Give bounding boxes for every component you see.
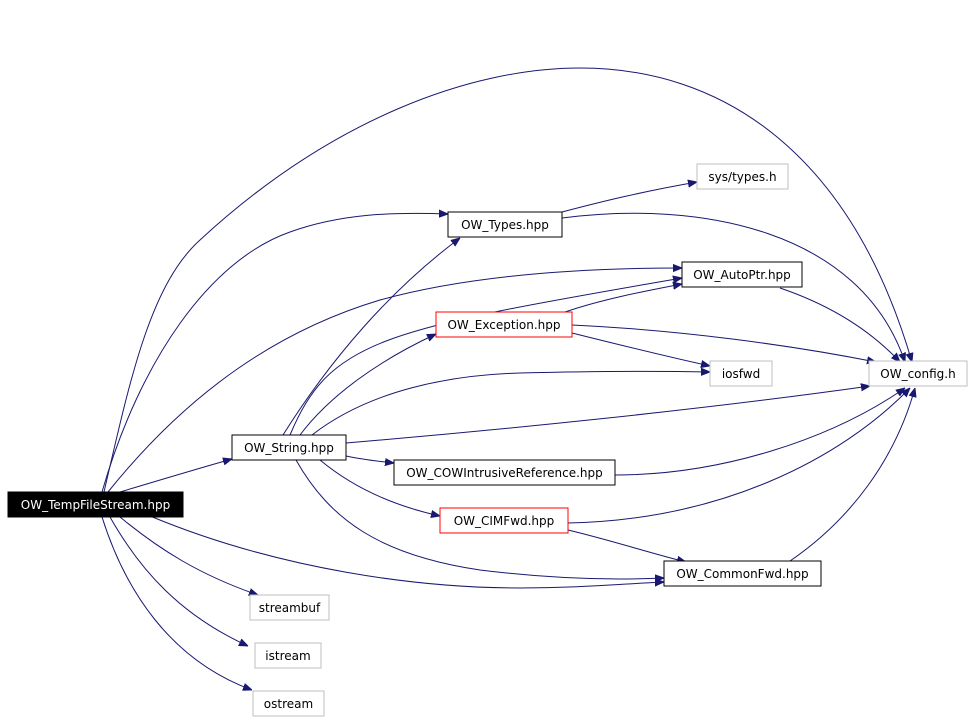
edge-cimfwd-commonfwd (567, 529, 686, 562)
node-temp-file-stream[interactable]: OW_TempFileStream.hpp (7, 491, 184, 518)
node-types[interactable]: OW_Types.hpp (447, 211, 563, 238)
node-label: iosfwd (722, 367, 760, 381)
edge-exception-autoptr (564, 284, 682, 313)
edge-string-cowref (345, 455, 394, 463)
node-label: OW_CommonFwd.hpp (676, 567, 808, 581)
edge-string-config (345, 386, 870, 444)
edges (101, 67, 915, 690)
edge-root-istream (109, 516, 248, 646)
node-label: OW_String.hpp (244, 441, 334, 455)
edge-types-systypes (561, 182, 697, 213)
node-exception[interactable]: OW_Exception.hpp (435, 311, 573, 338)
edge-string-types (282, 238, 460, 436)
edge-string-cimfwd (319, 459, 440, 516)
edge-exception-iosfwd (571, 332, 710, 366)
edge-string-exception (299, 334, 436, 436)
nodes: OW_TempFileStream.hpp OW_String.hpp OW_T… (7, 163, 968, 717)
node-string[interactable]: OW_String.hpp (231, 434, 347, 461)
edge-cimfwd-config (567, 388, 910, 524)
edge-autoptr-config (779, 287, 900, 362)
edge-string-iosfwd (311, 371, 710, 436)
node-label: OW_COWIntrusiveReference.hpp (406, 466, 603, 480)
node-label: OW_CIMFwd.hpp (454, 514, 555, 528)
node-label: OW_TempFileStream.hpp (21, 498, 170, 512)
node-label: sys/types.h (708, 170, 776, 184)
edge-root-autoptr (107, 268, 682, 493)
edge-string-autoptr (289, 278, 682, 436)
edge-root-commonfwd (149, 515, 664, 589)
edge-root-streambuf (119, 516, 258, 595)
node-streambuf[interactable]: streambuf (249, 594, 330, 621)
edge-types-config (561, 212, 905, 362)
edge-root-types (101, 213, 448, 493)
node-iosfwd[interactable]: iosfwd (709, 360, 773, 387)
node-cow-intrusive-reference[interactable]: OW_COWIntrusiveReference.hpp (393, 459, 616, 486)
node-label: OW_AutoPtr.hpp (693, 268, 791, 282)
node-cim-fwd[interactable]: OW_CIMFwd.hpp (439, 507, 569, 534)
node-common-fwd[interactable]: OW_CommonFwd.hpp (663, 560, 822, 587)
node-label: istream (265, 649, 310, 663)
edge-commonfwd-config (789, 388, 915, 562)
node-ostream[interactable]: ostream (252, 690, 325, 717)
edge-string-commonfwd (295, 459, 664, 579)
node-label: ostream (264, 697, 313, 711)
edge-root-string (119, 459, 232, 493)
node-label: OW_config.h (880, 367, 955, 381)
node-istream[interactable]: istream (254, 642, 322, 669)
node-label: streambuf (259, 601, 321, 615)
node-auto-ptr[interactable]: OW_AutoPtr.hpp (681, 261, 803, 288)
edge-exception-config (571, 324, 876, 362)
edge-root-config (103, 67, 912, 493)
node-sys-types[interactable]: sys/types.h (696, 163, 789, 190)
edge-cowref-config (614, 388, 905, 476)
edge-root-ostream (101, 516, 252, 690)
node-config[interactable]: OW_config.h (868, 360, 968, 387)
node-label: OW_Exception.hpp (447, 318, 560, 332)
node-label: OW_Types.hpp (461, 218, 549, 232)
